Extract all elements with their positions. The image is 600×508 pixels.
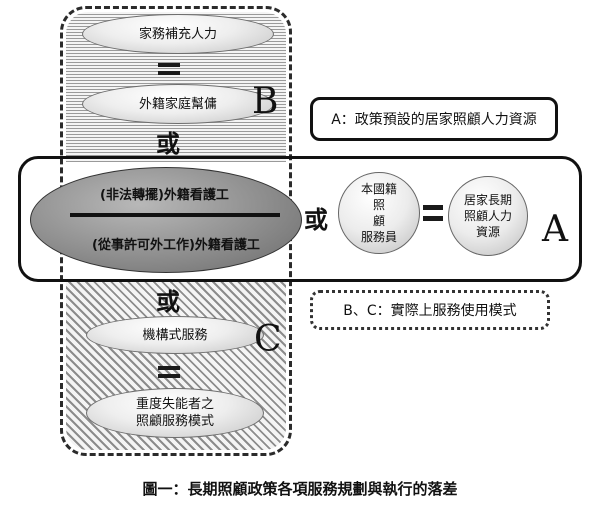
equal-sign-middle [423,205,443,221]
legend-a-box: A：政策預設的居家照顧人力資源 [310,97,558,141]
legend-a-text: A：政策預設的居家照顧人力資源 [331,112,537,128]
equal-sign-vertical-2 [158,366,180,378]
pill-foreign-domestic-helper-label: 外籍家庭幫傭 [138,96,217,112]
legend-bc-text: B、C：實際上服務使用模式 [343,303,517,319]
pill-institutional-service: 機構式服務 [86,316,264,354]
circle-local-caregiver: 本國籍 照 顧 服務員 [338,172,420,254]
pill-severe-line2: 照顧服務模式 [135,414,214,429]
circle-local-line2: 照 [372,198,385,212]
ellipse-text-unpermitted: (從事許可外工作)外籍看護工 [92,238,260,253]
figure-caption: 圖一：長期照顧政策各項服務規劃與執行的落差 [142,480,458,498]
legend-bc-box: B、C：實際上服務使用模式 [310,290,550,330]
pill-household-supplement: 家務補充人力 [82,14,274,54]
circle-local-line1: 本國籍 [360,182,397,196]
circle-longterm-resource: 居家長期 照顧人力 資源 [448,176,528,256]
pill-foreign-domestic-helper: 外籍家庭幫傭 [82,84,274,124]
circle-longterm-line2: 照顧人力 [463,209,512,223]
ellipse-text-illegal: (非法轉擺)外籍看護工 [100,188,229,203]
pill-institutional-service-label: 機構式服務 [142,327,208,343]
policy-gap-box [18,156,582,282]
foreign-caregiver-ellipse [30,167,302,273]
circle-local-line4: 服務員 [360,230,397,244]
or-bottom: 或 [156,287,180,316]
ellipse-divider [70,213,280,217]
pill-severe-line1: 重度失能者之 [135,397,214,412]
equal-sign-vertical-1 [158,63,180,75]
circle-longterm-line1: 居家長期 [463,193,512,207]
label-b: B [252,81,279,122]
or-middle: 或 [304,205,328,234]
pill-household-supplement-label: 家務補充人力 [138,26,217,42]
label-c: C [254,319,282,360]
circle-local-line3: 顧 [372,214,385,228]
circle-longterm-line3: 資源 [475,225,500,239]
label-a: A [542,209,568,250]
pill-severe-disability-care: 重度失能者之 照顧服務模式 [86,388,264,438]
or-top: 或 [156,129,180,158]
